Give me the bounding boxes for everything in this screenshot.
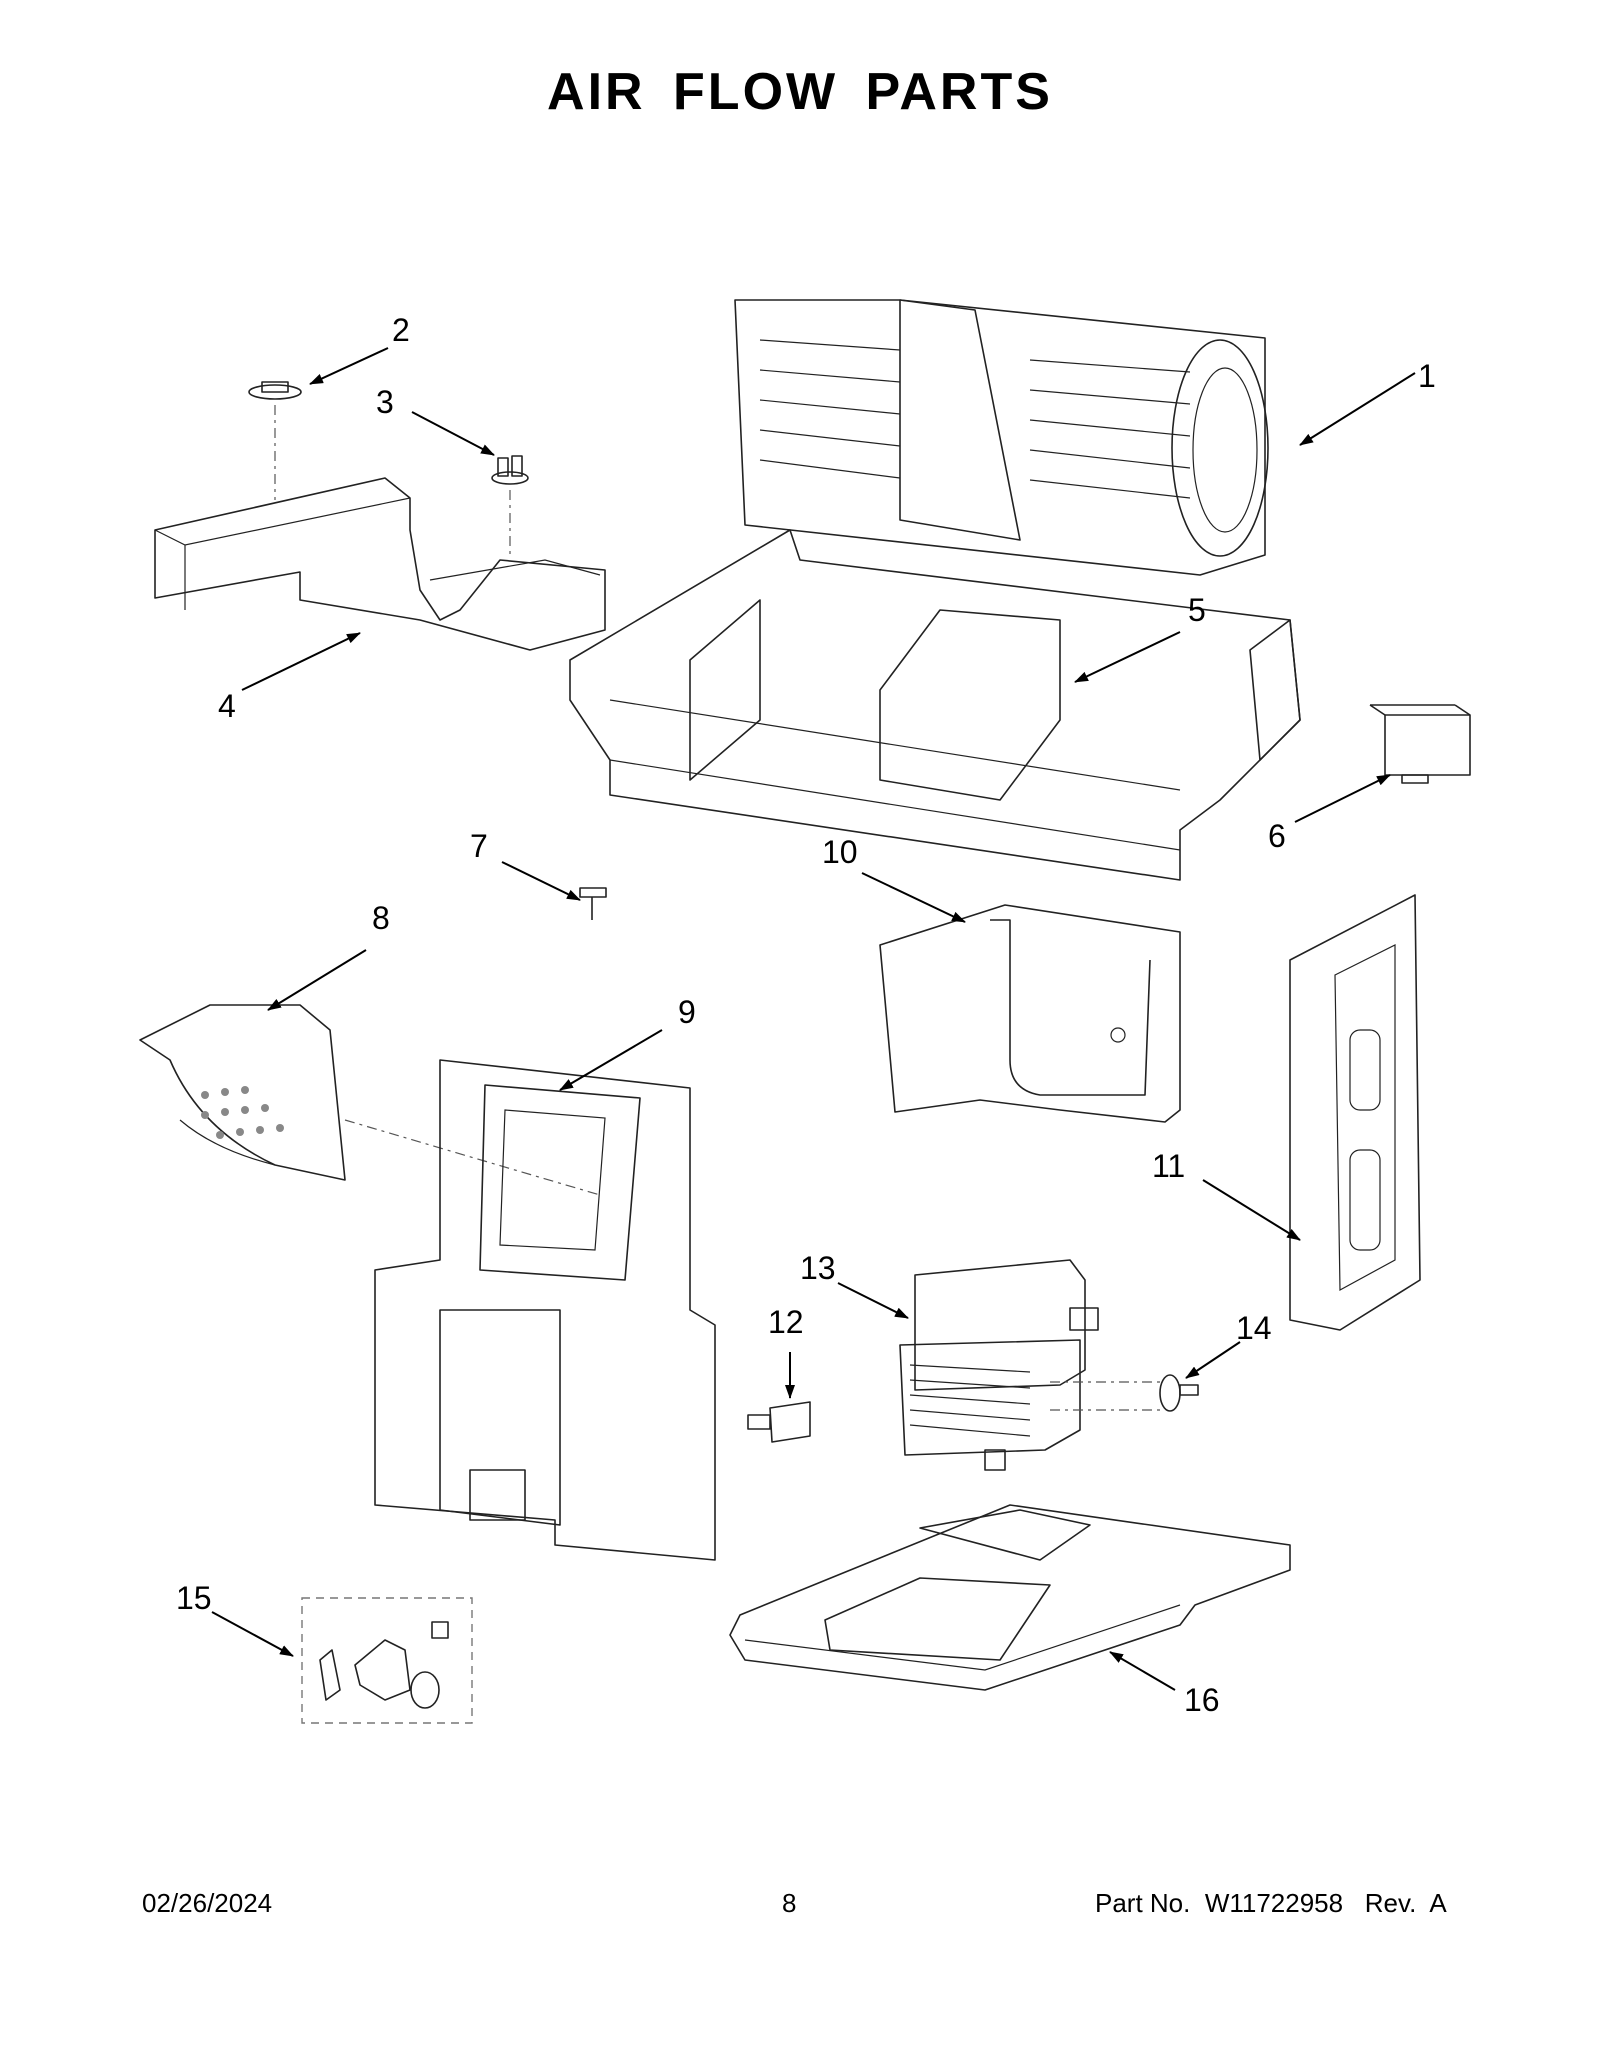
callout-13: 13 xyxy=(800,1250,836,1286)
part-8-vent-grille xyxy=(139,1004,601,1196)
part-12-switch xyxy=(747,1401,811,1443)
part-6-capacitor xyxy=(1369,704,1471,784)
footer-page-number: 8 xyxy=(782,1888,797,1918)
footer-part-number: Part No. W11722958 Rev. A xyxy=(1095,1888,1447,1918)
callout-9: 9 xyxy=(678,994,696,1030)
callout-7: 7 xyxy=(470,828,488,864)
callout-1: 1 xyxy=(1418,358,1436,394)
part-11-side-panel xyxy=(1289,894,1421,1331)
part-7-pin xyxy=(579,887,607,920)
callout-11: 11 xyxy=(1152,1148,1186,1184)
part-2-thermostat xyxy=(248,381,302,500)
footer-date: 02/26/2024 xyxy=(142,1888,273,1918)
callout-10: 10 xyxy=(822,834,858,870)
callout-3: 3 xyxy=(376,384,394,420)
callout-arrows xyxy=(211,347,1416,1691)
callout-2: 2 xyxy=(392,312,410,348)
part-13-magnetron xyxy=(899,1259,1160,1471)
part-9-waveguide-panel xyxy=(374,1059,716,1561)
part-5-air-guide-base xyxy=(569,529,1301,881)
callout-6: 6 xyxy=(1268,818,1286,854)
part-15-hardware-kit xyxy=(301,1597,473,1724)
callout-8: 8 xyxy=(372,900,390,936)
part-14-thermal-cutout xyxy=(1159,1374,1199,1412)
callout-15: 15 xyxy=(176,1580,212,1616)
callout-12: 12 xyxy=(768,1304,804,1340)
callout-5: 5 xyxy=(1188,592,1206,628)
part-1-blower-assembly xyxy=(734,299,1269,576)
part-4-air-duct xyxy=(154,477,606,651)
callout-4: 4 xyxy=(218,688,236,724)
callout-16: 16 xyxy=(1184,1682,1220,1718)
part-3-thermal-cutout xyxy=(491,455,529,555)
part-16-bottom-plate xyxy=(729,1504,1291,1691)
page-title: AIR FLOW PARTS xyxy=(547,63,1053,121)
callout-14: 14 xyxy=(1236,1310,1272,1346)
part-10-duct-bracket xyxy=(879,904,1181,1123)
